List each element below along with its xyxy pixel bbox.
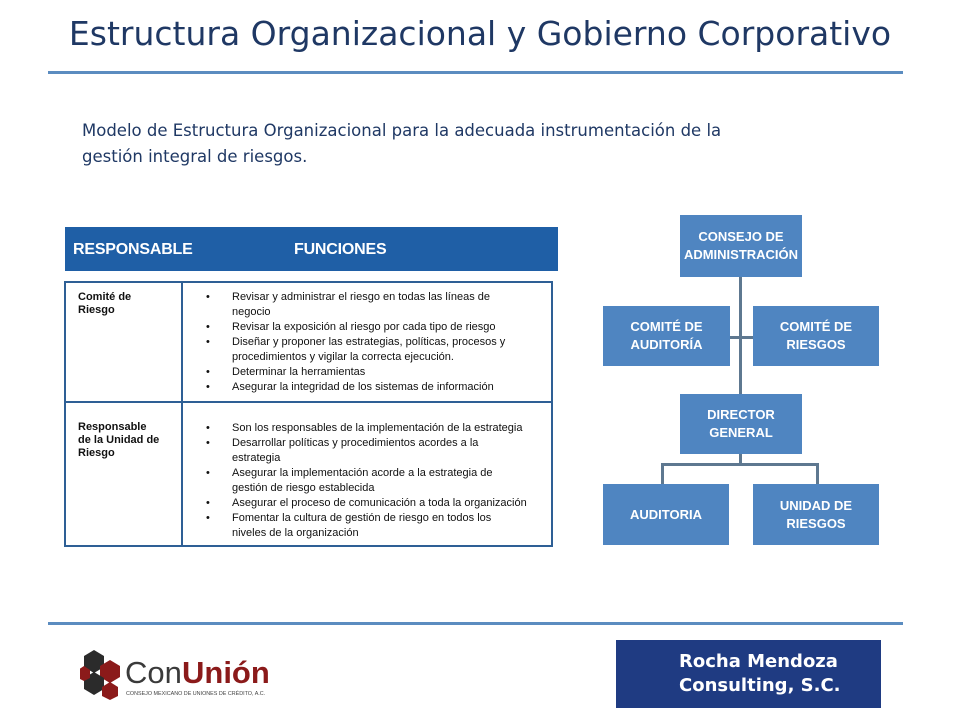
function-item: Son los responsables de la implementació…	[206, 421, 546, 436]
footer-divider	[48, 622, 903, 625]
function-item: Asegurar el proceso de comunicación a to…	[206, 496, 546, 511]
org-box-comite-riesgos: COMITÉ DE RIESGOS	[753, 306, 879, 366]
responsable-line: Responsable	[78, 421, 147, 433]
function-item: Diseñar y proponer las estrategias, polí…	[206, 335, 546, 365]
responsable-line: Riesgo	[78, 447, 115, 459]
subtitle: Modelo de Estructura Organizacional para…	[82, 118, 862, 170]
connector-branch-left	[661, 463, 664, 484]
conunion-logo: Con Unión CONSEJO MEXICANO DE UNIONES DE…	[78, 650, 300, 700]
function-item: Asegurar la implementación acorde a la e…	[206, 466, 546, 496]
row-1-responsable: Comité de Riesgo	[78, 291, 131, 317]
org-box-comite-auditoria: COMITÉ DE AUDITORÍA	[603, 306, 730, 366]
connector-committee-tick	[729, 336, 753, 339]
brand-line-2: Consulting, S.C.	[679, 675, 841, 696]
function-item: Revisar la exposición al riesgo por cada…	[206, 320, 546, 335]
connector-branch-right	[816, 463, 819, 484]
subtitle-line: Modelo de Estructura Organizacional para…	[82, 121, 722, 140]
row-2-funciones: Son los responsables de la implementació…	[206, 421, 546, 541]
connector-director-down	[739, 454, 742, 464]
org-box-unidad-riesgos: UNIDAD DE RIESGOS	[753, 484, 879, 545]
org-box-auditoria: AUDITORIA	[603, 484, 729, 545]
column-divider	[181, 283, 183, 545]
function-item: Desarrollar políticas y procedimientos a…	[206, 436, 546, 466]
title-divider	[48, 71, 903, 74]
slide-title: Estructura Organizacional y Gobierno Cor…	[68, 14, 892, 53]
function-item: Determinar la herramientas	[206, 365, 546, 380]
logo-text-union: Unión	[182, 655, 270, 690]
org-box-director: DIRECTOR GENERAL	[680, 394, 802, 454]
connector-trunk-upper	[739, 276, 742, 394]
rocha-mendoza-brand: Rocha Mendoza Consulting, S.C.	[616, 640, 881, 708]
row-divider	[66, 401, 551, 403]
conunion-logo-mark: Con Unión CONSEJO MEXICANO DE UNIONES DE…	[78, 650, 270, 700]
org-box-consejo: CONSEJO DE ADMINISTRACIÓN	[680, 215, 802, 277]
responsable-line: Riesgo	[78, 304, 115, 316]
header-responsable: RESPONSABLE	[73, 241, 193, 258]
connector-branch	[661, 463, 818, 466]
table-header: RESPONSABLE FUNCIONES	[65, 227, 558, 271]
subtitle-line: gestión integral de riesgos.	[82, 147, 308, 166]
responsable-line: de la Unidad de	[78, 434, 160, 446]
function-item: Fomentar la cultura de gestión de riesgo…	[206, 511, 546, 541]
logo-tagline: CONSEJO MEXICANO DE UNIONES DE CRÉDITO, …	[126, 690, 265, 697]
header-funciones: FUNCIONES	[294, 241, 387, 258]
function-item: Revisar y administrar el riesgo en todas…	[206, 290, 546, 320]
responsable-line: Comité de	[78, 291, 132, 303]
responsibilities-table: Comité de Riesgo Revisar y administrar e…	[64, 281, 553, 547]
row-1-funciones: Revisar y administrar el riesgo en todas…	[206, 290, 546, 395]
org-chart: CONSEJO DE ADMINISTRACIÓN COMITÉ DE AUDI…	[600, 212, 885, 552]
row-2-responsable: Responsable de la Unidad de Riesgo	[78, 421, 159, 460]
function-item: Asegurar la integridad de los sistemas d…	[206, 380, 546, 395]
logo-text-con: Con	[125, 655, 182, 690]
brand-line-1: Rocha Mendoza	[679, 651, 838, 672]
